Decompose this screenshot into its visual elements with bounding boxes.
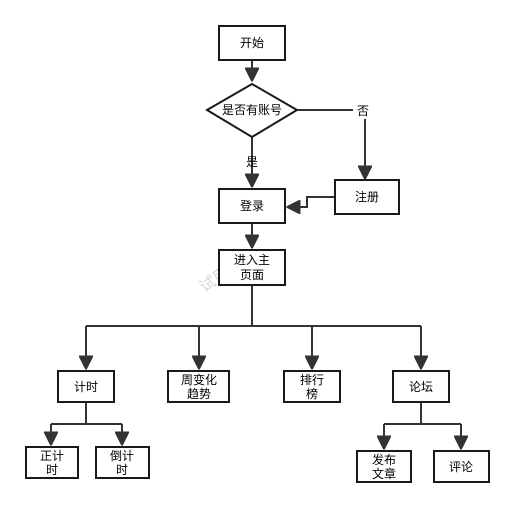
node-start: 开始 xyxy=(218,25,286,61)
node-countdown-label-line1: 倒计 xyxy=(110,449,134,463)
edge-label-no: 否 xyxy=(357,104,369,118)
node-login: 登录 xyxy=(218,188,286,224)
node-countdown: 倒计 时 xyxy=(95,446,150,479)
node-weekly-trend: 周变化 趋势 xyxy=(167,370,230,403)
node-weekly-trend-label-line1: 周变化 xyxy=(181,372,217,387)
node-countdown-box xyxy=(95,446,150,479)
node-main-page-label-line2: 页面 xyxy=(240,268,264,282)
node-post-article: 发布 文章 xyxy=(356,450,412,483)
node-ranking-box xyxy=(283,370,341,403)
node-timer-box xyxy=(57,370,115,403)
node-login-box xyxy=(218,188,286,224)
node-timer: 计时 xyxy=(57,370,115,403)
node-weekly-trend-label-line2: 趋势 xyxy=(187,387,211,401)
node-has-account-label: 是否有账号 xyxy=(222,103,282,117)
node-count-up: 正计 时 xyxy=(25,446,79,479)
node-has-account: 是否有账号 xyxy=(205,82,299,139)
edge-label-no-bg xyxy=(353,101,373,119)
node-ranking-label-line1: 排行 xyxy=(300,373,324,387)
node-comment-box xyxy=(433,450,490,483)
node-start-box xyxy=(218,25,286,61)
node-main-page-box xyxy=(218,249,286,286)
node-ranking-label-line2: 榜 xyxy=(306,386,318,401)
node-main-page: 进入主 页面 xyxy=(218,249,286,286)
node-main-page-label-line1: 进入主 xyxy=(234,253,270,267)
node-countdown-label-line2: 时 xyxy=(116,463,128,477)
node-count-up-label-line2: 时 xyxy=(46,463,58,477)
edge-register-to-login xyxy=(288,196,335,207)
node-register-box xyxy=(334,179,400,215)
node-comment: 评论 xyxy=(433,450,490,483)
node-comment-label: 评论 xyxy=(449,460,473,474)
node-post-article-label-line1: 发布 xyxy=(372,452,396,467)
node-start-label: 开始 xyxy=(240,36,264,50)
node-has-account-diamond xyxy=(205,82,299,139)
node-weekly-trend-box xyxy=(167,370,230,403)
node-forum-box xyxy=(392,370,450,403)
node-timer-label: 计时 xyxy=(74,380,98,394)
node-forum: 论坛 xyxy=(392,370,450,403)
node-post-article-label-line2: 文章 xyxy=(372,466,396,481)
node-count-up-label-line1: 正计 xyxy=(40,449,64,463)
node-register-label: 注册 xyxy=(355,189,379,204)
node-forum-label: 论坛 xyxy=(409,380,433,394)
node-ranking: 排行 榜 xyxy=(283,370,341,403)
node-post-article-box xyxy=(356,450,412,483)
node-register: 注册 xyxy=(334,179,400,215)
edge-label-yes: 是 xyxy=(246,155,258,169)
node-login-label: 登录 xyxy=(240,198,264,213)
edge-decision-no xyxy=(297,109,365,178)
node-count-up-box xyxy=(25,446,79,479)
